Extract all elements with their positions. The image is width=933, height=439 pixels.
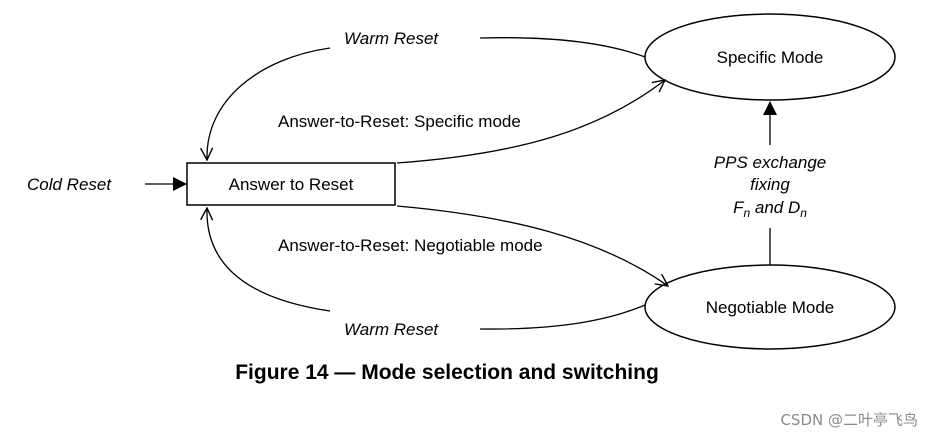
answer-to-reset-label: Answer to Reset bbox=[229, 175, 354, 194]
warm-reset-bottom-line-right bbox=[479, 304, 646, 330]
warm-reset-top-line-right bbox=[479, 37, 646, 58]
pps-d: D bbox=[788, 198, 800, 217]
atr-negotiable-label: Answer-to-Reset: Negotiable mode bbox=[278, 236, 543, 255]
pps-f: F bbox=[733, 198, 745, 217]
negotiable-mode-label: Negotiable Mode bbox=[706, 298, 835, 317]
pps-label-line3: Fn and Dn bbox=[733, 198, 807, 220]
warm-reset-top-label: Warm Reset bbox=[344, 29, 439, 48]
atr-specific-arrow bbox=[396, 80, 665, 164]
specific-mode-label: Specific Mode bbox=[717, 48, 824, 67]
answer-to-reset-node bbox=[186, 162, 396, 206]
warm-reset-bottom-arrow bbox=[207, 208, 331, 312]
atr-negotiable-arrow bbox=[396, 205, 668, 286]
atr-specific-label: Answer-to-Reset: Specific mode bbox=[278, 112, 521, 131]
cold-reset-label: Cold Reset bbox=[27, 175, 112, 194]
pps-label-line2: fixing bbox=[750, 175, 790, 194]
pps-d-subscript: n bbox=[800, 206, 807, 220]
figure-caption: Figure 14 — Mode selection and switching bbox=[235, 361, 659, 384]
warm-reset-bottom-label: Warm Reset bbox=[344, 320, 439, 339]
pps-label-line1: PPS exchange bbox=[714, 153, 826, 172]
pps-and: and bbox=[750, 198, 788, 217]
warm-reset-top-arrow bbox=[207, 47, 331, 160]
watermark: CSDN @二叶亭飞鸟 bbox=[780, 411, 918, 429]
pps-f-subscript: n bbox=[743, 206, 750, 220]
